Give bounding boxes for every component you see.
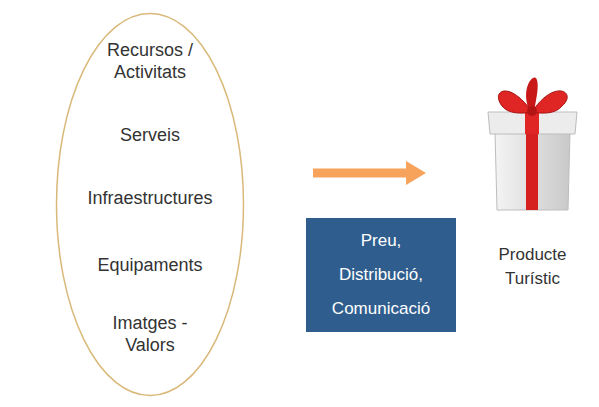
gift-illustration	[470, 70, 595, 215]
product-gift: Producte Turístic	[470, 70, 595, 291]
product-label: Producte Turístic	[478, 243, 588, 291]
marketing-box: Preu, Distribució, Comunicació	[306, 218, 456, 332]
item-label: Equipaments	[75, 254, 225, 276]
flow-arrow	[313, 169, 410, 178]
item-label: Recursos / Activitats	[100, 39, 200, 83]
box-label: Preu, Distribució, Comunicació	[322, 224, 440, 326]
item-label: Infraestructures	[70, 187, 230, 209]
item-label: Imatges - Valors	[105, 312, 195, 356]
items-ellipse: Recursos / ActivitatsServeisInfraestruct…	[55, 12, 245, 397]
item-label: Serveis	[75, 124, 225, 146]
